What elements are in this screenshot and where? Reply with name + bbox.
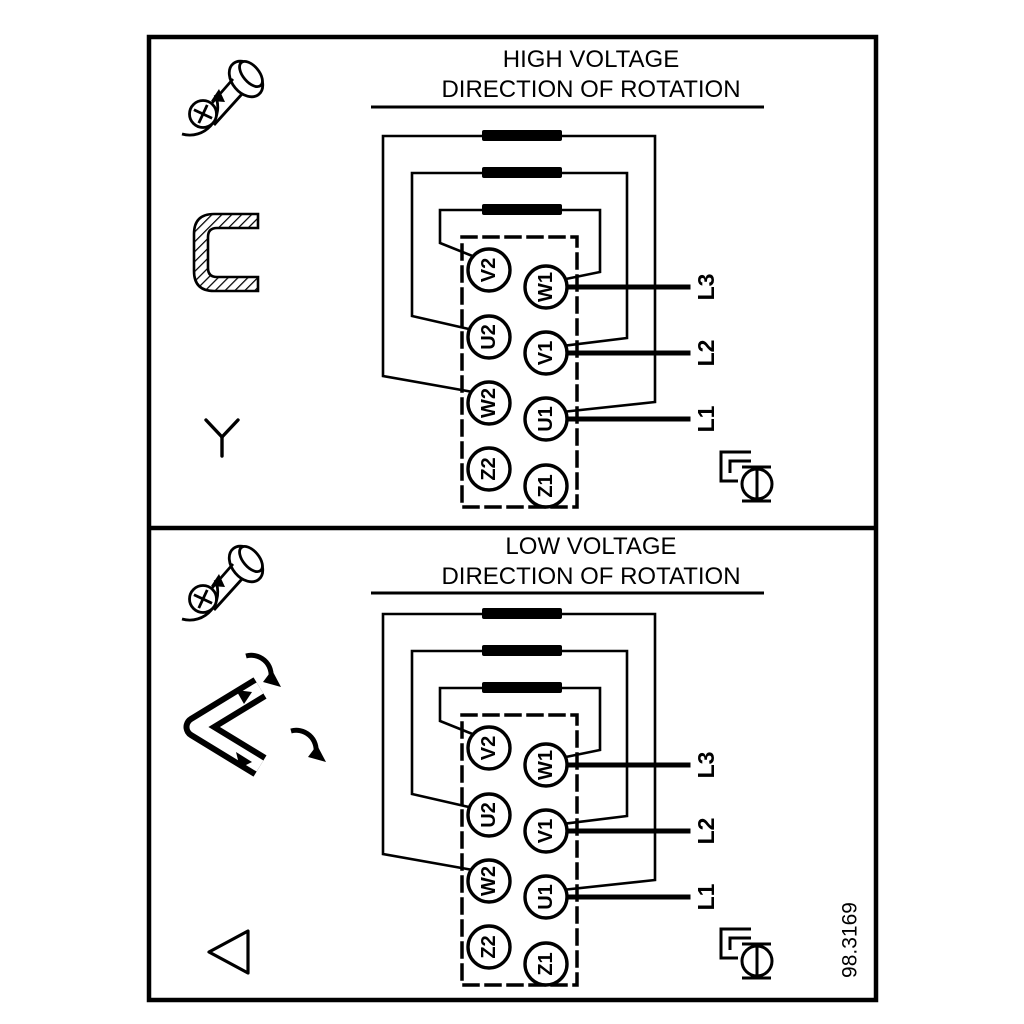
link-staple-shape xyxy=(192,212,260,293)
delta-connection-icon xyxy=(207,929,250,975)
terminal-assembly-high xyxy=(383,130,719,507)
cable-clamp-icon-low xyxy=(719,927,774,980)
drawing-number: 98.3169 xyxy=(839,902,862,978)
rotate-arrow-arc xyxy=(290,727,319,754)
panel-title: HIGH VOLTAGE xyxy=(503,46,679,73)
outer-frame xyxy=(146,34,879,1003)
rotate-arrow-arc xyxy=(245,652,274,679)
panel-title: LOW VOLTAGE xyxy=(505,533,676,560)
loosen-screw-icon-high xyxy=(180,53,271,137)
rotate-arrowhead xyxy=(308,745,326,762)
panel-subtitle: DIRECTION OF ROTATION xyxy=(441,563,740,590)
terminal-link-icon xyxy=(192,212,260,293)
loosen-screw-icon-low xyxy=(180,538,271,622)
link-bracket-inner xyxy=(189,682,264,772)
terminal-assembly-low xyxy=(383,608,719,985)
bracket-arrow xyxy=(236,690,252,704)
cable-clamp-icon-high xyxy=(719,450,774,503)
low-voltage-panel: LOW VOLTAGE DIRECTION OF ROTATION xyxy=(180,533,774,985)
panel-subtitle: DIRECTION OF ROTATION xyxy=(441,76,740,103)
high-voltage-panel: HIGH VOLTAGE DIRECTION OF ROTATION xyxy=(180,46,774,507)
bracket-arrow xyxy=(236,752,252,768)
star-connection-icon xyxy=(204,418,240,458)
rotate-arrowhead xyxy=(263,670,281,687)
delta-links-icon xyxy=(183,652,326,777)
